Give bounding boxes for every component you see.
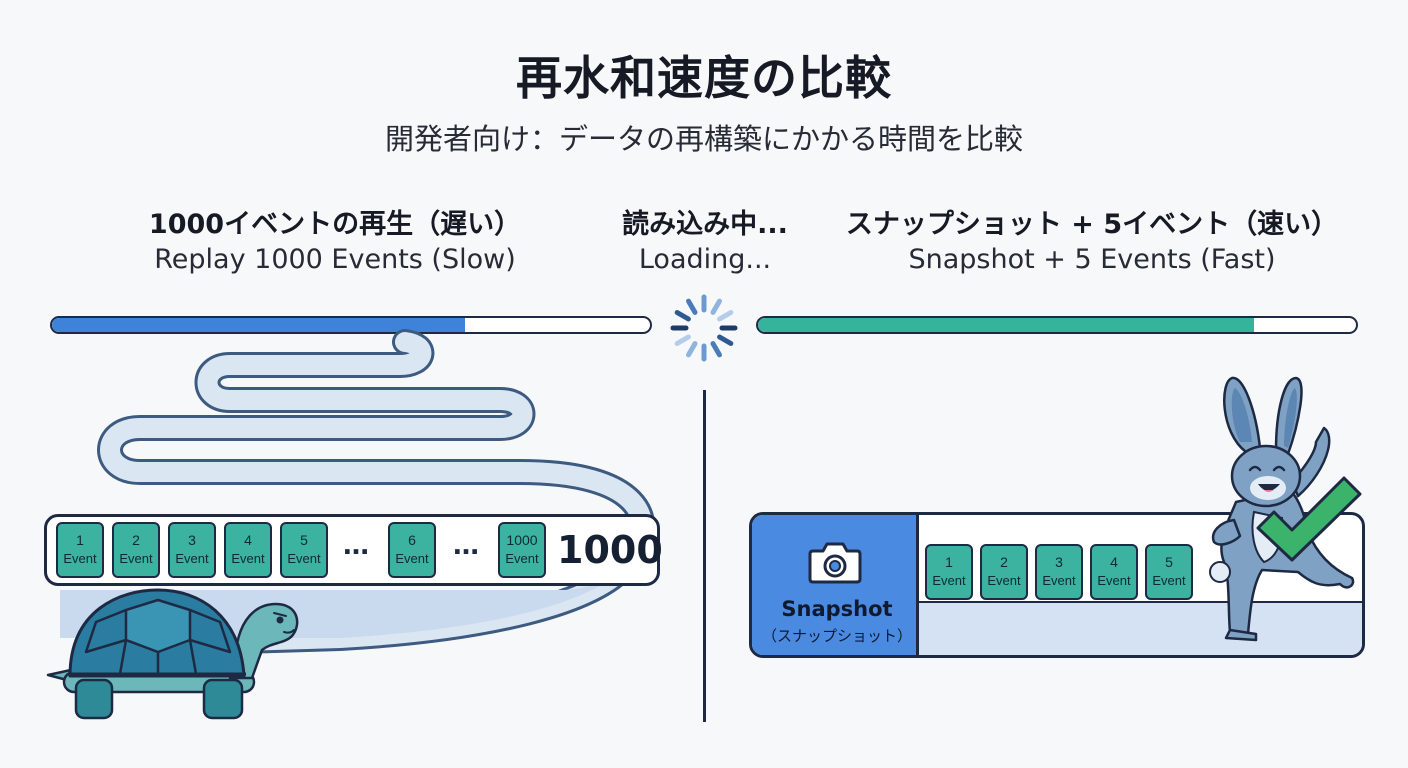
right-progress-bar	[756, 316, 1358, 334]
snapshot-label: Snapshot	[781, 597, 893, 621]
right-progress-fill	[758, 318, 1255, 332]
spinner-tick	[686, 341, 698, 358]
center-title-en: Loading...	[638, 244, 772, 275]
page-subtitle: 開発者向け：データの再構築にかかる時間を比較	[384, 122, 1023, 156]
ellipsis: …	[343, 531, 369, 561]
camera-icon	[808, 542, 862, 584]
spinner-tick	[710, 298, 722, 315]
left-title-jp: 1000イベントの再生（遅い）	[148, 209, 522, 240]
left-title-en: Replay 1000 Events (Slow)	[154, 244, 516, 275]
turtle-illustration	[46, 588, 299, 720]
track-lower-band	[917, 601, 1362, 655]
rabbit-illustration	[1209, 376, 1355, 642]
page-title: 再水和速度の比較	[516, 51, 892, 105]
snapshot-sublabel: （スナップショット）	[761, 627, 912, 645]
ellipsis: …	[453, 531, 479, 561]
right-title-en: Snapshot + 5 Events (Fast)	[908, 244, 1276, 275]
spinner-tick	[674, 334, 691, 346]
spinner-icon	[670, 294, 738, 362]
center-title-jp: 読み込み中...	[622, 209, 788, 240]
left-progress-bar	[50, 316, 652, 334]
snapshot-box: Snapshot （スナップショット）	[752, 515, 919, 655]
center-divider	[703, 390, 706, 722]
left-progress-fill	[52, 318, 465, 332]
spinner-tick	[686, 298, 698, 315]
checkmark-icon	[1256, 476, 1362, 562]
spinner-tick	[674, 310, 691, 322]
spinner-tick	[710, 341, 722, 358]
right-title-jp: スナップショット + 5イベント（速い）	[845, 209, 1339, 240]
spinner-tick	[717, 334, 734, 346]
spinner-tick	[717, 310, 734, 322]
event-count: 1000	[557, 528, 663, 572]
